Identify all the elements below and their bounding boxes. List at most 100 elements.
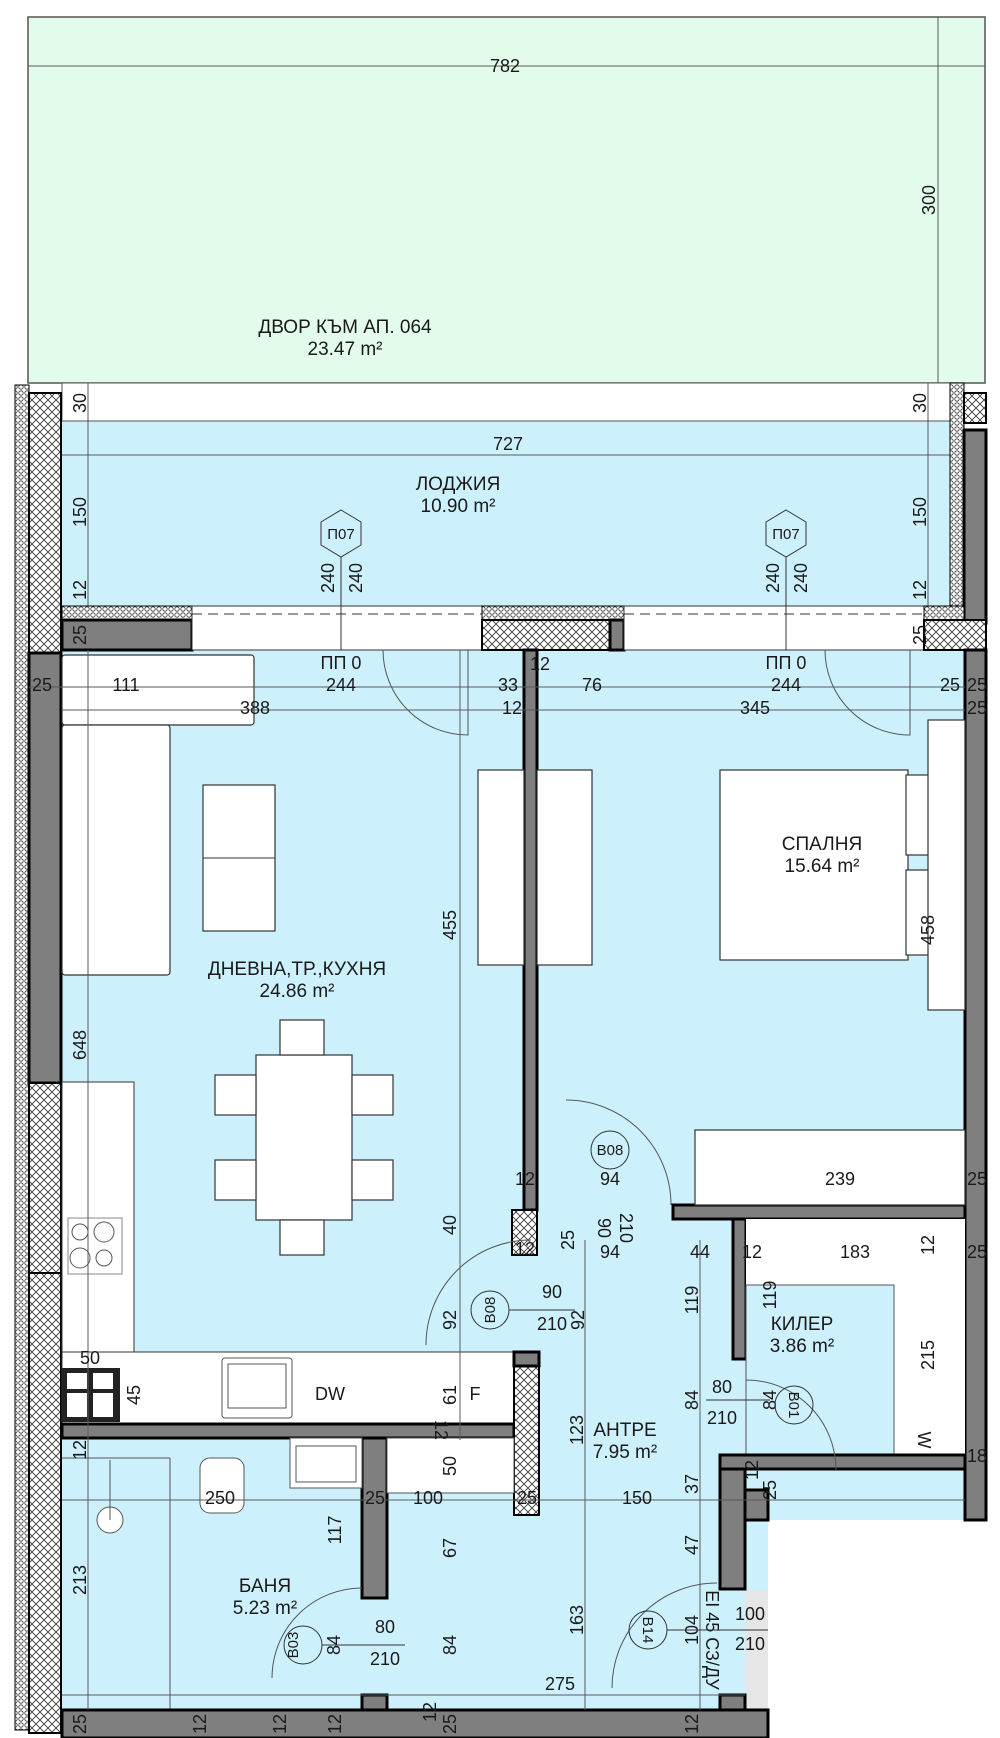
dim: 240: [791, 563, 811, 593]
dim: 215: [918, 1340, 938, 1370]
dim: 18: [967, 1446, 987, 1466]
dim: 210: [370, 1649, 400, 1669]
dim: 25: [760, 1480, 780, 1500]
dim: 123: [567, 1415, 587, 1445]
dim: 210: [707, 1408, 737, 1428]
living-room-area: 24.86 m²: [260, 981, 335, 1002]
dim: 240: [346, 563, 366, 593]
dim: 25: [70, 625, 90, 645]
dim: 345: [740, 698, 770, 718]
dim: 92: [440, 1310, 460, 1330]
door-tag-circle: [590, 1130, 630, 1170]
storage-label: КИЛЕР: [771, 1314, 834, 1335]
dim: 25: [440, 1714, 460, 1734]
dim: 45: [124, 1385, 144, 1405]
dim: 25: [967, 1242, 987, 1262]
door-tag-storage: В01: [785, 1392, 802, 1419]
dim: 239: [825, 1169, 855, 1189]
dim: 94: [600, 1169, 620, 1189]
door-tag-entry: В14: [639, 1617, 656, 1644]
dim: 388: [240, 698, 270, 718]
dim: 25: [517, 1488, 537, 1508]
dim: 30: [910, 393, 930, 413]
dim: 244: [771, 675, 801, 695]
dim: 25: [365, 1488, 385, 1508]
loggia-area-value: 10.90 m²: [421, 496, 496, 517]
fridge-label: F: [470, 1384, 481, 1404]
door-tag-living: В08: [482, 1297, 499, 1324]
dim: 12: [502, 698, 522, 718]
door-tag-circle: [774, 1385, 814, 1425]
opening-label-1: ПП 0: [321, 653, 362, 673]
dim: 25: [70, 1714, 90, 1734]
hall-area: 7.95 m²: [593, 1442, 657, 1463]
dim: 117: [325, 1516, 345, 1545]
dim: 119: [760, 1281, 780, 1310]
dim: 25: [967, 675, 987, 695]
dim: 40: [440, 1215, 460, 1235]
dim: 12: [910, 580, 930, 600]
dim: 76: [582, 675, 602, 695]
dim: 210: [735, 1634, 765, 1654]
dim: 12: [325, 1714, 345, 1734]
dim: 67: [440, 1538, 460, 1558]
dim: 12: [682, 1714, 702, 1734]
dim: 183: [840, 1242, 870, 1262]
dim: 90: [594, 1218, 614, 1238]
dim: 12: [742, 1242, 762, 1262]
dim: 61: [440, 1385, 460, 1405]
dishwasher-label: DW: [315, 1384, 345, 1404]
door-tag-bath: В03: [285, 1632, 302, 1659]
dim: 25: [32, 675, 52, 695]
dim: 250: [205, 1488, 235, 1508]
dim: 37: [682, 1474, 702, 1494]
dim: 50: [440, 1456, 460, 1476]
dim: 111: [112, 675, 139, 695]
yard-area-value: 23.47 m²: [308, 339, 383, 360]
dim: 12: [270, 1714, 290, 1734]
washer-label: W: [914, 1432, 934, 1449]
dim: 150: [910, 497, 930, 527]
dim: 210: [616, 1213, 636, 1243]
dim: 244: [326, 675, 356, 695]
bedroom-label: СПАЛНЯ: [782, 834, 862, 855]
loggia-label: ЛОДЖИЯ: [416, 474, 501, 495]
dim: 25: [967, 698, 987, 718]
dim-loggia-width: 727: [493, 434, 523, 454]
dim: 12: [70, 580, 90, 600]
dim: 84: [760, 1390, 780, 1410]
dim: 25: [558, 1230, 578, 1250]
window-tag-1: П07: [327, 526, 354, 543]
dim: 455: [440, 910, 460, 940]
dim: 47: [682, 1535, 702, 1555]
dim: 12: [742, 1460, 762, 1480]
dim: 25: [967, 1169, 987, 1189]
dim: 25: [940, 675, 960, 695]
dim: 150: [622, 1488, 652, 1508]
dim: 12: [918, 1235, 938, 1255]
bath-label: БАНЯ: [239, 1576, 291, 1597]
dim: 84: [440, 1635, 460, 1655]
storage-area: 3.86 m²: [770, 1336, 834, 1357]
dim: 12: [515, 1169, 535, 1189]
dim: 92: [568, 1310, 588, 1330]
dim: 240: [763, 563, 783, 593]
dim-yard-width: 782: [490, 56, 520, 76]
dim: 84: [682, 1390, 702, 1410]
window-tag-2: П07: [772, 526, 799, 543]
hall-label: АНТРЕ: [593, 1420, 656, 1441]
dim: 163: [567, 1605, 587, 1635]
yard-label: ДВОР КЪМ АП. 064: [258, 317, 432, 338]
dim: 150: [70, 497, 90, 527]
dim: 458: [918, 915, 938, 945]
dim-yard-height: 300: [919, 185, 939, 215]
yard-area: [27, 16, 986, 384]
dim: 90: [542, 1282, 562, 1302]
dim: 94: [600, 1242, 620, 1262]
fire-rating-label: EI 45 СЗ/ДУ: [702, 1590, 722, 1690]
dim: 240: [318, 563, 338, 593]
dim: 12: [530, 654, 550, 674]
dim: 33: [498, 675, 518, 695]
dim: 648: [70, 1030, 90, 1060]
